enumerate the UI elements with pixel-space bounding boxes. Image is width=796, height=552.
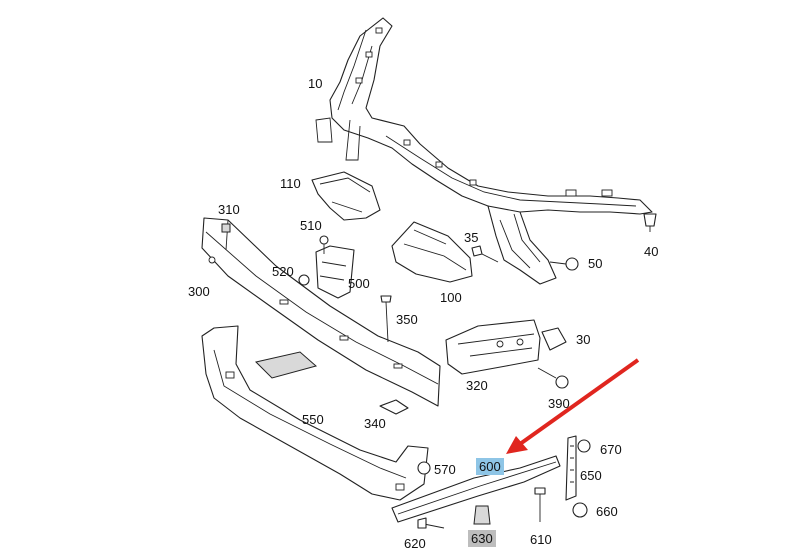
bolt-350 bbox=[380, 295, 392, 343]
clip-340 bbox=[379, 399, 409, 415]
callout-340: 340 bbox=[364, 416, 386, 431]
bracket-320 bbox=[445, 319, 541, 375]
air-duct-100 bbox=[391, 221, 473, 283]
bolt-610 bbox=[534, 487, 546, 522]
front-carrier-part bbox=[315, 17, 653, 285]
callout-300: 300 bbox=[188, 284, 210, 299]
callout-10: 10 bbox=[308, 76, 323, 91]
callout-660: 660 bbox=[596, 504, 618, 519]
nut-660 bbox=[572, 502, 588, 518]
callout-630: 630 bbox=[468, 530, 496, 547]
callout-510: 510 bbox=[300, 218, 322, 233]
air-duct-110 bbox=[311, 171, 381, 221]
callout-110: 110 bbox=[280, 176, 301, 191]
callout-600: 600 bbox=[476, 458, 504, 475]
callout-670: 670 bbox=[600, 442, 622, 457]
bracket-500 bbox=[298, 235, 355, 299]
callout-50: 50 bbox=[588, 256, 603, 271]
callout-350: 350 bbox=[396, 312, 418, 327]
callout-620: 620 bbox=[404, 536, 426, 551]
callout-320: 320 bbox=[466, 378, 488, 393]
lower-cross-member-550 bbox=[201, 325, 429, 501]
callout-390: 390 bbox=[548, 396, 570, 411]
callout-310: 310 bbox=[218, 202, 240, 217]
callout-610: 610 bbox=[530, 532, 552, 547]
bolt-620 bbox=[417, 517, 445, 529]
bolt-50 bbox=[549, 257, 579, 271]
callout-40: 40 bbox=[644, 244, 659, 259]
clip-40 bbox=[643, 213, 657, 232]
callout-35: 35 bbox=[464, 230, 479, 245]
callout-570: 570 bbox=[434, 462, 456, 477]
bolt-35 bbox=[471, 245, 499, 263]
bracket-650 bbox=[565, 435, 577, 501]
plug-630 bbox=[473, 505, 491, 525]
nut-670 bbox=[577, 439, 591, 453]
nut-570 bbox=[417, 461, 431, 475]
callout-500: 500 bbox=[348, 276, 370, 291]
bumper-beam-300 bbox=[201, 217, 441, 407]
callout-650: 650 bbox=[580, 468, 602, 483]
callout-30: 30 bbox=[576, 332, 591, 347]
callout-520: 520 bbox=[272, 264, 294, 279]
pointer-arrow bbox=[506, 358, 640, 454]
callout-100: 100 bbox=[440, 290, 462, 305]
bracket-30 bbox=[541, 327, 567, 351]
callout-550: 550 bbox=[302, 412, 324, 427]
bolt-390 bbox=[537, 367, 569, 389]
